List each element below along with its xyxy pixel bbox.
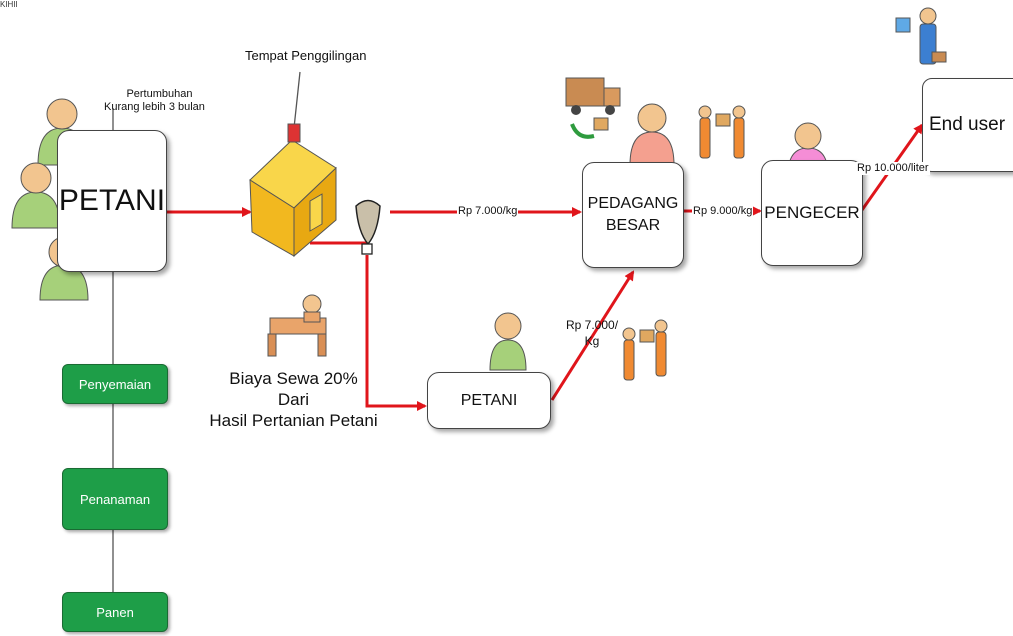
stage-penanaman: Penanaman (62, 468, 168, 530)
truck-icon (565, 77, 621, 139)
house-icon (249, 123, 337, 258)
pedagang-line2: BESAR (605, 217, 661, 234)
growth-label: Pertumbuhan Kurang lebih 3 bulan (104, 88, 205, 114)
desk-worker-icon (267, 294, 327, 357)
mill-label: Tempat Penggilingan (245, 48, 367, 63)
computer-user-icon (895, 7, 947, 65)
rent-caption: Biaya Sewa 20% Dari Hasil Pertanian Peta… (206, 368, 381, 431)
node-pedagang-besar: PEDAGANG BESAR (582, 162, 684, 268)
handshake-icon (698, 105, 746, 159)
price-small-line1: Rp 7.000/ (566, 318, 619, 332)
price-to-enduser-label: Rp 10.000/liter (856, 162, 930, 175)
trader-person-icon (629, 103, 675, 166)
node-end-user: End user (922, 78, 1013, 172)
rent-line1: Biaya Sewa 20% (229, 369, 358, 388)
arrow-funnel-to-petani (365, 255, 427, 411)
price-small-line2: Kg (584, 334, 600, 348)
price-small-label: Rp 7.000/ Kg (566, 317, 618, 349)
mill-pole-line (293, 71, 301, 129)
price-to-pedagang-label: Rp 7.000/kg (457, 205, 519, 218)
funnel-icon (355, 199, 381, 255)
stage-panen: Panen (62, 592, 168, 632)
corner-mark: KIHII (0, 0, 18, 9)
price-to-pengecer-label: Rp 9.000/kg (692, 205, 754, 218)
handshake-icon (622, 319, 668, 381)
growth-line1: Pertumbuhan (126, 88, 193, 100)
pedagang-line1: PEDAGANG (587, 195, 679, 212)
rent-line2: Dari (277, 390, 310, 409)
growth-line2: Kurang lebih 3 bulan (104, 101, 205, 113)
rent-line3: Hasil Pertanian Petani (209, 411, 378, 430)
node-petani-small: PETANI (427, 372, 551, 429)
node-petani-main: PETANI (57, 130, 167, 272)
node-pengecer: PENGECER (761, 160, 863, 266)
farmer-person-icon (489, 312, 527, 371)
arrow-petani-to-pedagang (550, 270, 635, 401)
stage-penyemaian: Penyemaian (62, 364, 168, 404)
